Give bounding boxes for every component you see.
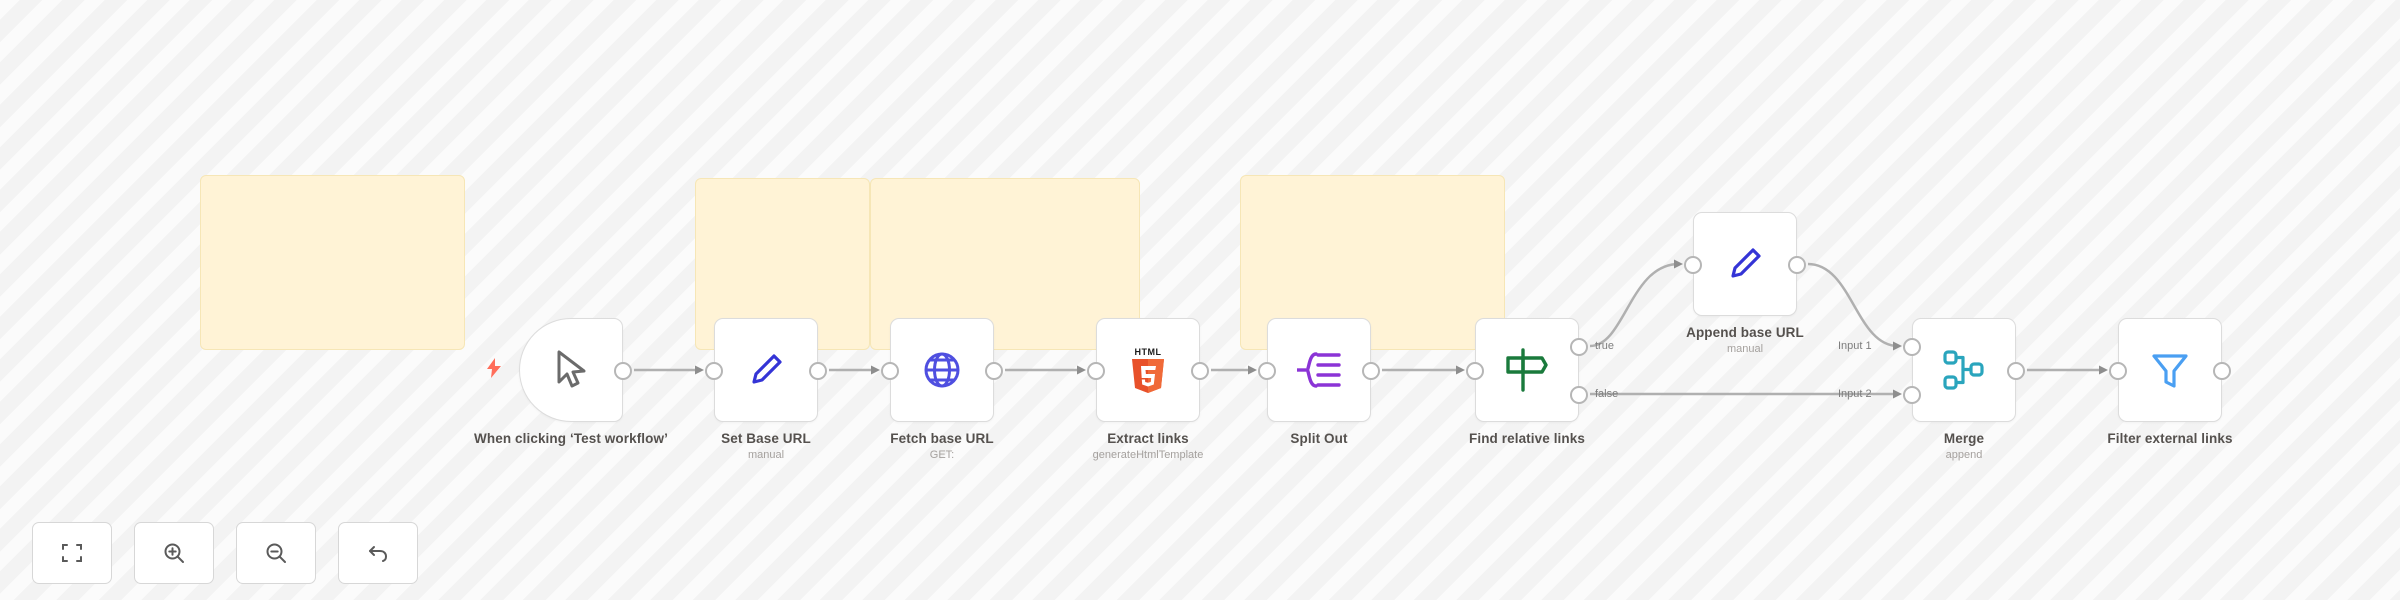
port-label-input-2: Input 2 <box>1838 388 1872 400</box>
input-port[interactable] <box>1258 362 1276 380</box>
canvas-zoom-toolbar <box>32 522 418 584</box>
globe-icon <box>915 343 969 397</box>
node-title: Merge <box>1943 431 1985 446</box>
node-title: Set Base URL <box>721 431 811 446</box>
output-port[interactable] <box>1191 362 1209 380</box>
node-split-out[interactable] <box>1258 318 1380 422</box>
fit-to-screen-icon <box>60 541 84 565</box>
input-port[interactable] <box>2109 362 2127 380</box>
input-port[interactable] <box>1087 362 1105 380</box>
node-subtitle: manual <box>747 449 785 461</box>
pen-edit-icon <box>1718 237 1772 291</box>
node-title: Filter external links <box>2107 431 2233 446</box>
output-port-false[interactable] <box>1570 386 1588 404</box>
input-port[interactable] <box>1684 256 1702 274</box>
pen-edit-icon <box>739 343 793 397</box>
undo-arrow-icon <box>366 541 390 565</box>
input-port[interactable] <box>705 362 723 380</box>
port-label-true: true <box>1595 340 1614 352</box>
caption-find-relative-links: Find relative links <box>1447 430 1607 447</box>
node-append-base-url[interactable] <box>1684 212 1806 316</box>
node-subtitle: manual <box>1726 343 1764 355</box>
wire-append-base-url-to-merge-input-1 <box>1807 262 1902 351</box>
caption-split-out: Split Out <box>1239 430 1399 447</box>
node-title: Fetch base URL <box>890 431 994 446</box>
wire-find-relative-links-true-to-append-base-url <box>1589 259 1683 348</box>
output-port[interactable] <box>985 362 1003 380</box>
sticky-note-1[interactable] <box>200 175 465 350</box>
caption-filter-external-links: Filter external links <box>2080 430 2260 447</box>
zoom-out-button[interactable] <box>236 522 316 584</box>
node-find-relative-links[interactable] <box>1466 318 1588 422</box>
port-label-false: false <box>1595 388 1619 400</box>
node-extract-links[interactable]: HTML <box>1087 318 1209 422</box>
zoom-in-button[interactable] <box>134 522 214 584</box>
node-title: When clicking ‘Test workflow’ <box>474 431 668 446</box>
node-filter-external-links[interactable] <box>2109 318 2231 422</box>
signpost-if-icon <box>1500 343 1554 397</box>
node-title: Find relative links <box>1469 431 1585 446</box>
magnifier-plus-icon <box>162 541 186 565</box>
caption-append-base-url: Append base URL manual <box>1655 324 1835 357</box>
lightning-bolt-icon <box>486 358 502 382</box>
output-port[interactable] <box>2007 362 2025 380</box>
port-label-input-1: Input 1 <box>1838 340 1872 352</box>
output-port[interactable] <box>2213 362 2231 380</box>
node-merge[interactable] <box>1903 318 2025 422</box>
output-port-true[interactable] <box>1570 338 1588 356</box>
merge-icon <box>1937 343 1991 397</box>
caption-fetch-base-url: Fetch base URL GET: <box>862 430 1022 463</box>
node-set-base-url[interactable] <box>705 318 827 422</box>
caption-set-base-url: Set Base URL manual <box>686 430 846 463</box>
output-port[interactable] <box>1788 256 1806 274</box>
caption-merge: Merge append <box>1884 430 2044 463</box>
input-port[interactable] <box>881 362 899 380</box>
html5-icon: HTML <box>1121 343 1175 397</box>
node-when-clicking-test-workflow[interactable] <box>519 318 632 422</box>
caption-when-clicking-test-workflow: When clicking ‘Test workflow’ <box>451 430 691 447</box>
magnifier-minus-icon <box>264 541 288 565</box>
caption-extract-links: Extract links generateHtmlTemplate <box>1053 430 1243 463</box>
output-port[interactable] <box>809 362 827 380</box>
node-title: Append base URL <box>1686 325 1804 340</box>
reset-zoom-button[interactable] <box>338 522 418 584</box>
input-port[interactable] <box>1466 362 1484 380</box>
svg-text:HTML: HTML <box>1135 347 1162 357</box>
funnel-filter-icon <box>2143 343 2197 397</box>
input-port-1[interactable] <box>1903 338 1921 356</box>
split-out-icon <box>1292 343 1346 397</box>
output-port[interactable] <box>614 362 632 380</box>
node-subtitle: generateHtmlTemplate <box>1092 449 1204 461</box>
node-subtitle: GET: <box>929 449 955 461</box>
node-title: Split Out <box>1290 431 1348 446</box>
node-subtitle: append <box>1945 449 1983 461</box>
node-title: Extract links <box>1107 431 1189 446</box>
cursor-pointer-icon <box>544 343 598 397</box>
input-port-2[interactable] <box>1903 386 1921 404</box>
zoom-to-fit-button[interactable] <box>32 522 112 584</box>
node-fetch-base-url[interactable] <box>881 318 1003 422</box>
output-port[interactable] <box>1362 362 1380 380</box>
